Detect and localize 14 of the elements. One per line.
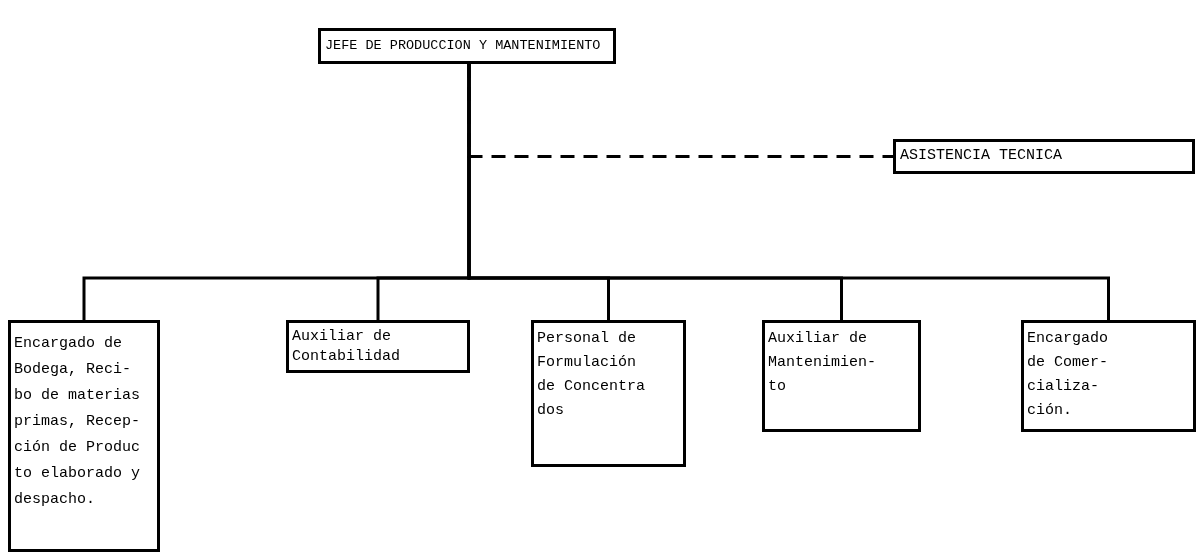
org-box [1021, 320, 1196, 432]
role-title: Personal de Formulación de Concentra dos [537, 329, 645, 421]
role-title: JEFE DE PRODUCCION Y MANTENIMIENTO [325, 36, 602, 55]
org-box [318, 28, 616, 64]
org-box [762, 320, 921, 432]
role-title: Encargado de Bodega, Reci- bo de materias primas, Recep- ción de Produc to elaborado y despacho. [14, 334, 140, 510]
org-box [531, 320, 686, 467]
role-title: Auxiliar de Contabilidad [292, 327, 400, 367]
role-title: ASISTENCIA TECNICA [900, 146, 1064, 167]
org-box [8, 320, 160, 552]
org-box [286, 320, 470, 373]
role-title: Auxiliar de Mantenimien- to [768, 329, 878, 397]
role-title: Encargado de Comer- cializa- ción. [1027, 329, 1108, 421]
org-box [893, 139, 1195, 174]
